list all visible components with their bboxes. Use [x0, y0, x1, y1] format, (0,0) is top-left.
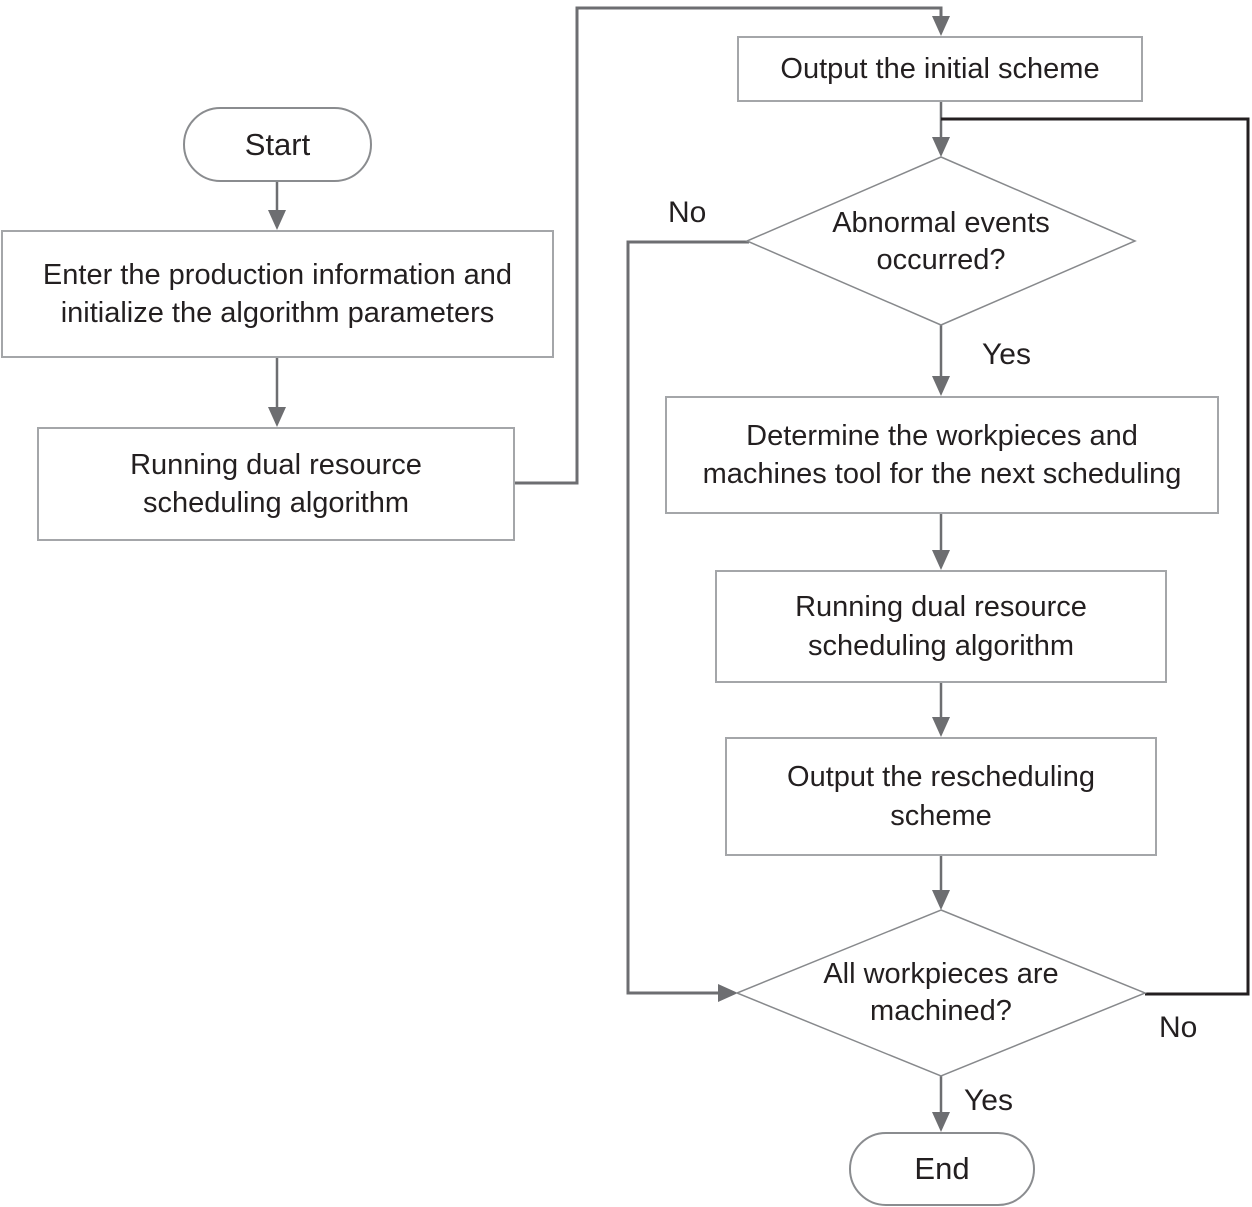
arrow-head — [932, 550, 950, 570]
arrow-head — [932, 1112, 950, 1132]
decision-all-machined-label: All workpieces are machined? — [823, 958, 1059, 1027]
decision-all-machined — [735, 909, 1147, 1077]
edge-label-machined-yes: Yes — [964, 1084, 1013, 1117]
process-run-dual-resource-resched: Running dual resource scheduling algorit… — [715, 570, 1167, 683]
process-output-rescheduling-scheme: Output the rescheduling scheme — [725, 737, 1157, 856]
arrow-head — [268, 210, 286, 230]
edge-label-machined-no: No — [1159, 1011, 1198, 1044]
connector-machined-no-loop — [941, 117, 1250, 996]
end-terminator: End — [849, 1132, 1035, 1206]
arrow-head — [932, 890, 950, 910]
arrow-head — [932, 137, 950, 157]
process-determine-workpieces: Determine the workpieces and machines to… — [665, 396, 1219, 514]
decision-abnormal-events — [745, 156, 1137, 326]
connector-abnormal-no-loop — [626, 240, 749, 995]
arrow-head — [932, 717, 950, 737]
arrow-head — [718, 984, 738, 1002]
connector-run-to-output-initial — [515, 6, 943, 485]
process-output-initial-scheme: Output the initial scheme — [737, 36, 1143, 102]
arrow-head — [932, 16, 950, 36]
edge-label-abnormal-yes: Yes — [982, 338, 1031, 371]
process-run-dual-resource-initial: Running dual resource scheduling algorit… — [37, 427, 515, 541]
arrow-head — [268, 407, 286, 427]
process-enter-production-info: Enter the production information and ini… — [1, 230, 554, 358]
edge-label-abnormal-no: No — [668, 196, 707, 229]
decision-abnormal-events-label: Abnormal events occurred? — [832, 207, 1050, 276]
start-terminator: Start — [183, 107, 372, 182]
arrow-head — [932, 376, 950, 396]
